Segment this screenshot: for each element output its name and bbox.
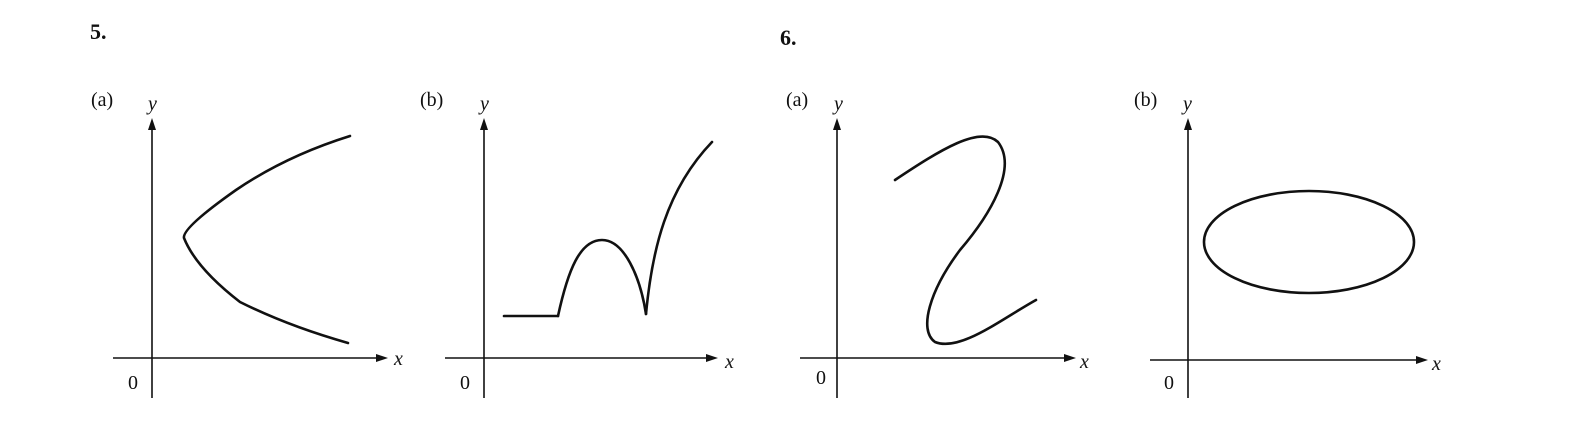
y-axis-arrow (1184, 118, 1192, 130)
part-label: (b) (1134, 89, 1157, 111)
panel-5b: (b) y x 0 (420, 89, 734, 398)
panel-5a: (a) y x 0 (91, 89, 403, 398)
part-label: (b) (420, 89, 443, 111)
x-axis-arrow (706, 354, 718, 362)
origin-label: 0 (1164, 372, 1174, 394)
arch-curve (556, 238, 648, 318)
problem-6: 6. (a) y x 0 (b) y x 0 (780, 25, 1441, 398)
x-axis-label: x (1431, 353, 1441, 375)
parabola-curve (182, 134, 352, 345)
x-axis-label: x (393, 348, 403, 370)
y-axis-arrow (148, 118, 156, 130)
problem-number: 6. (780, 25, 797, 50)
x-axis-label: x (724, 351, 734, 373)
s-curve (893, 135, 1038, 346)
x-axis-label: x (1079, 351, 1089, 373)
panel-6a: (a) y x 0 (786, 89, 1089, 398)
y-axis-label: y (146, 93, 157, 115)
ellipse-curve (1202, 189, 1416, 295)
y-axis-arrow (833, 118, 841, 130)
panel-6b: (b) y x 0 (1134, 89, 1441, 398)
y-axis-label: y (478, 93, 489, 115)
x-axis-arrow (376, 354, 388, 362)
y-axis-arrow (480, 118, 488, 130)
x-axis-arrow (1416, 356, 1428, 364)
y-axis-label: y (832, 93, 843, 115)
origin-label: 0 (460, 372, 470, 394)
y-axis-label: y (1181, 93, 1192, 115)
x-axis-arrow (1064, 354, 1076, 362)
part-label: (a) (786, 89, 808, 111)
problem-number: 5. (90, 19, 107, 44)
origin-label: 0 (816, 367, 826, 389)
rising-curve (644, 140, 714, 316)
problem-5: 5. (a) y x 0 (b) y x 0 (90, 19, 734, 398)
origin-label: 0 (128, 372, 138, 394)
part-label: (a) (91, 89, 113, 111)
